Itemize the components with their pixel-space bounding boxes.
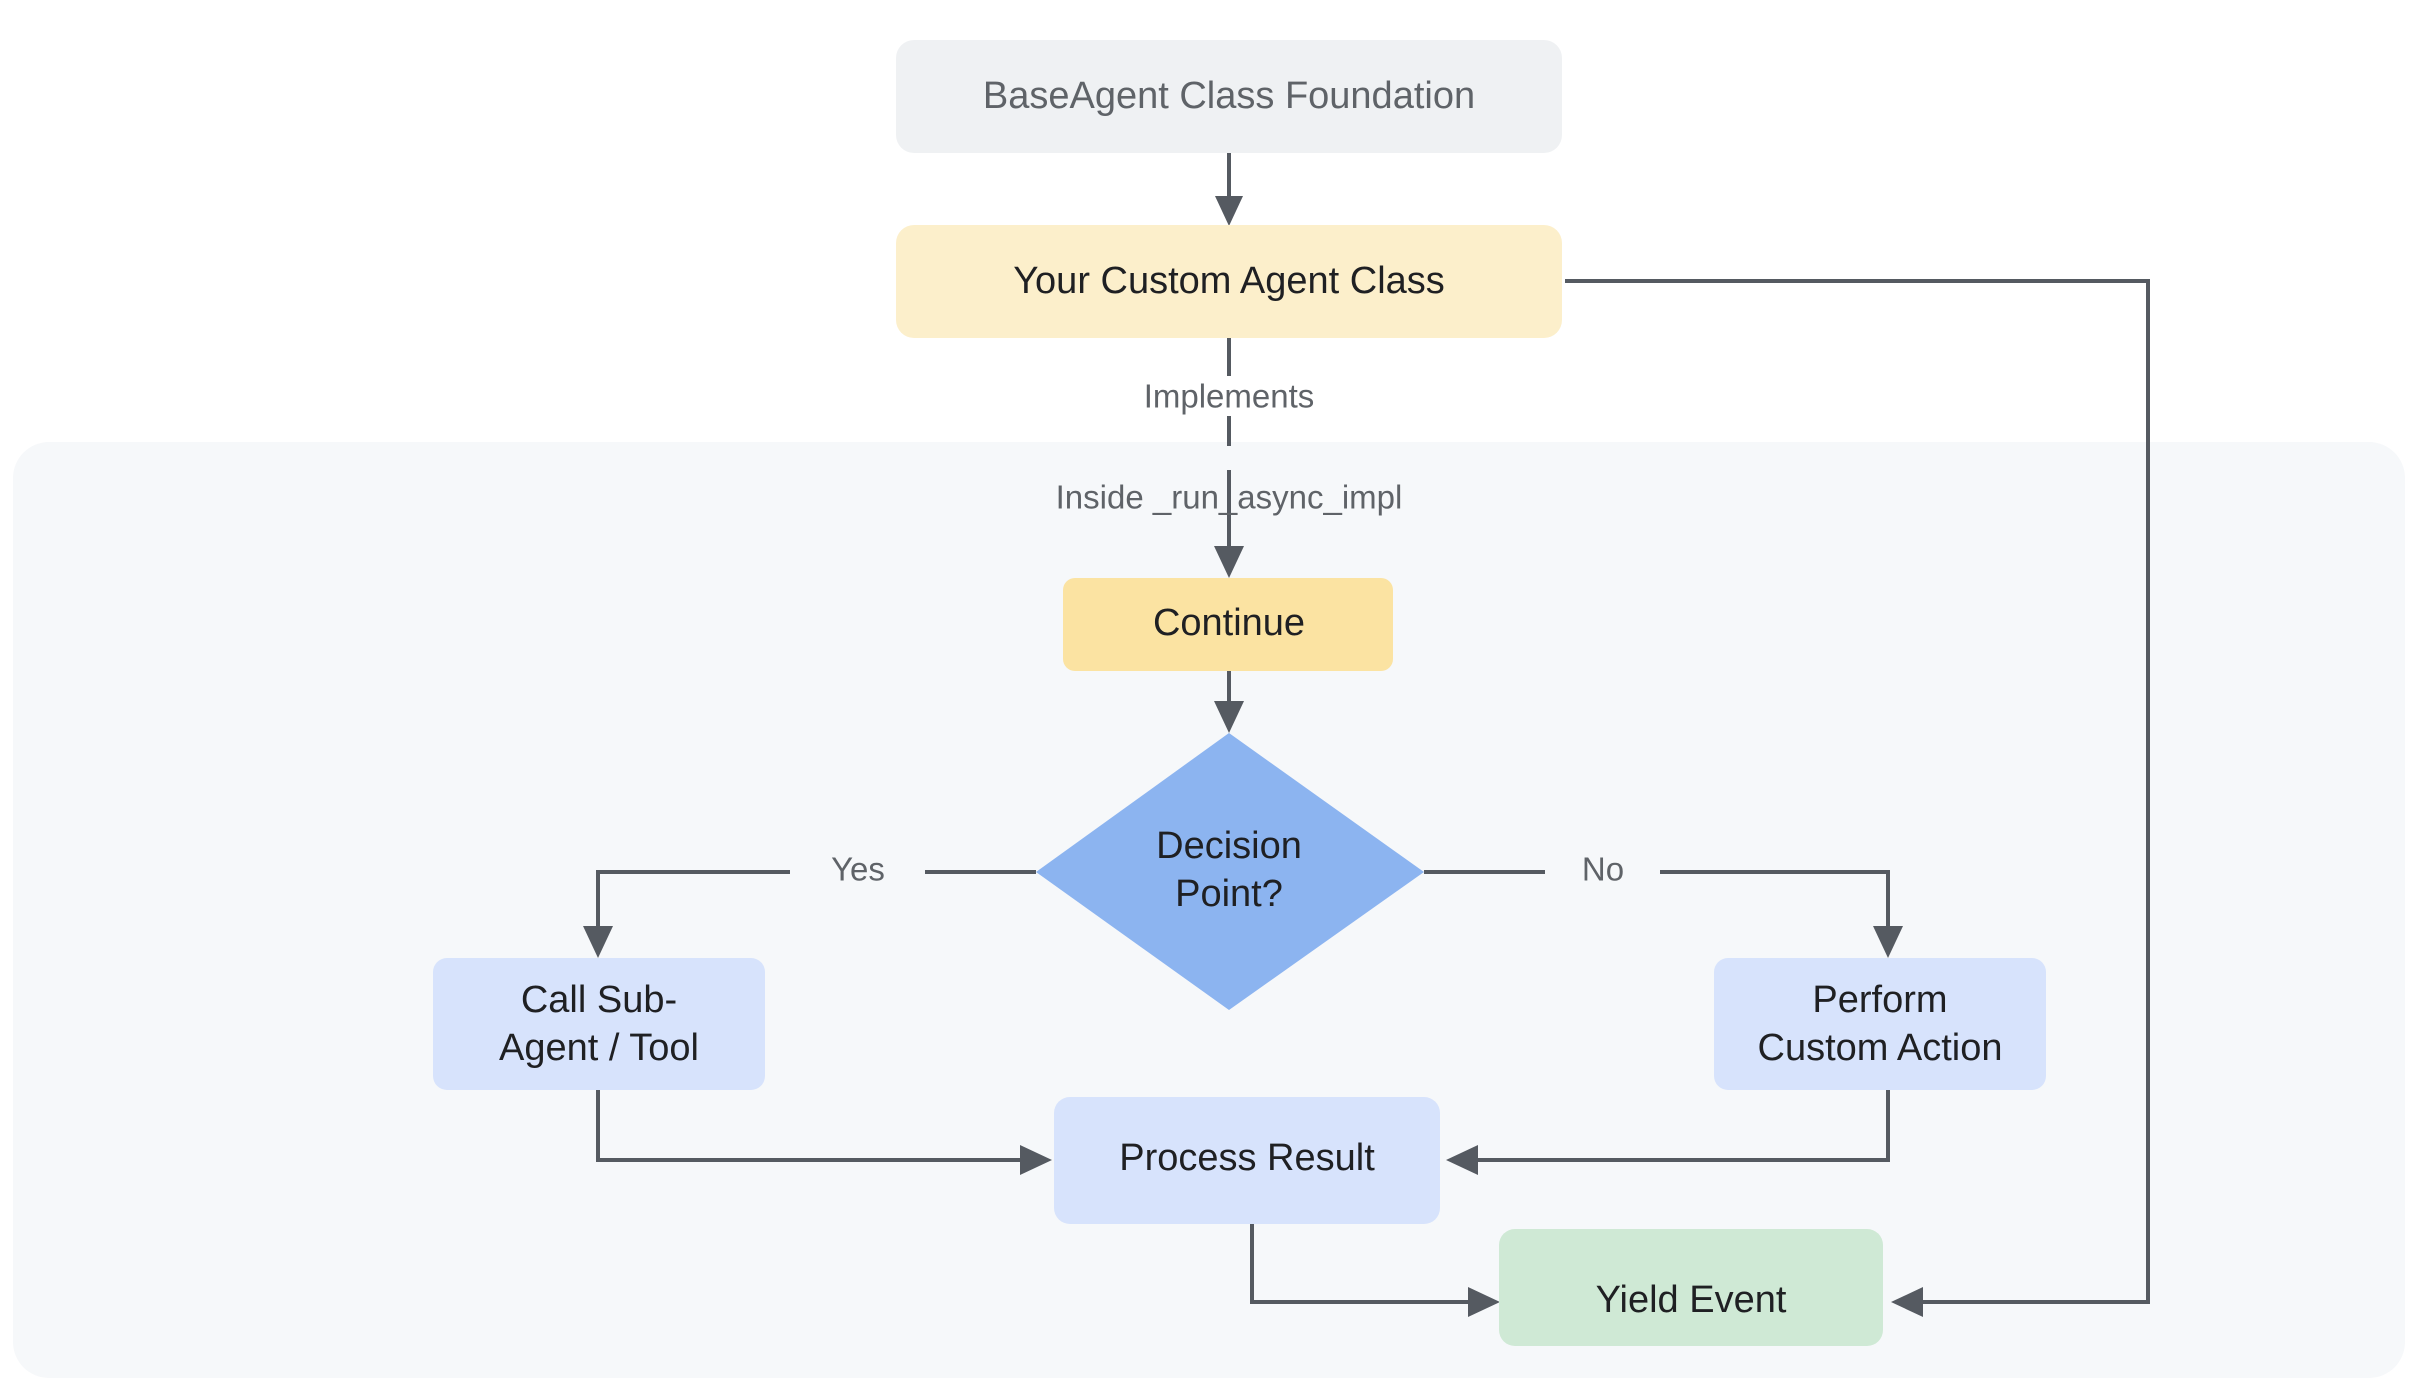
node-process-result[interactable]: Process Result: [1054, 1097, 1440, 1224]
node-continue-label: Continue: [1153, 602, 1305, 644]
node-base-agent-shape[interactable]: [896, 40, 1562, 153]
node-base-agent-label: BaseAgent Class Foundation: [983, 75, 1475, 117]
node-yield-event-label: Yield Event: [1596, 1279, 1787, 1321]
edge-decision-to-perform-custom-action: [1424, 870, 1903, 958]
edge-custom-agent-to-continue: [1214, 337, 1244, 578]
node-continue-shape[interactable]: [1063, 578, 1393, 671]
node-perform-custom-action-label-line1: Perform: [1812, 979, 1947, 1021]
node-decision-label-line1: Decision: [1156, 825, 1302, 867]
arrow-head-icon: [1020, 1145, 1052, 1175]
node-process-result-label: Process Result: [1119, 1137, 1375, 1179]
arrow-head-icon: [1215, 196, 1243, 226]
node-call-sub-agent-shape[interactable]: [433, 958, 765, 1090]
arrow-head-icon: [1214, 546, 1244, 578]
arrow-head-icon: [1446, 1145, 1478, 1175]
node-continue[interactable]: Continue: [1063, 578, 1393, 671]
node-call-sub-agent-label-line2: Agent / Tool: [499, 1027, 699, 1069]
node-decision-point[interactable]: Decision Point?: [1036, 733, 1424, 1010]
arrow-head-icon: [1873, 926, 1903, 958]
edge-base-agent-to-custom-agent: [1215, 153, 1243, 226]
node-perform-custom-action-shape[interactable]: [1714, 958, 2046, 1090]
node-yield-event[interactable]: Yield Event: [1499, 1229, 1883, 1346]
edge-call-sub-agent-to-process-result: [596, 1090, 1052, 1175]
node-perform-custom-action-label-line2: Custom Action: [1758, 1027, 2003, 1069]
node-your-custom-agent-class[interactable]: Your Custom Agent Class: [896, 225, 1562, 338]
edge-process-result-to-yield-event: [1250, 1224, 1500, 1317]
arrow-head-icon: [1891, 1287, 1923, 1317]
node-call-sub-agent-tool[interactable]: Call Sub- Agent / Tool: [433, 958, 765, 1090]
edge-continue-to-decision: [1214, 671, 1244, 733]
arrow-head-icon: [1468, 1287, 1500, 1317]
edge-label-inside-run-async-impl: Inside _run_async_impl: [1056, 479, 1403, 516]
node-custom-agent-shape[interactable]: [896, 225, 1562, 338]
node-call-sub-agent-label-line1: Call Sub-: [521, 979, 677, 1021]
node-process-result-shape[interactable]: [1054, 1097, 1440, 1224]
node-custom-agent-label: Your Custom Agent Class: [1013, 260, 1445, 302]
node-perform-custom-action[interactable]: Perform Custom Action: [1714, 958, 2046, 1090]
edge-custom-agent-to-yield-event: [1565, 279, 2150, 1317]
arrow-head-icon: [583, 926, 613, 958]
edge-label-implements: Implements: [1144, 378, 1315, 415]
node-base-agent-class-foundation[interactable]: BaseAgent Class Foundation: [896, 40, 1562, 153]
node-decision-shape[interactable]: [1036, 733, 1424, 1010]
edge-label-no: No: [1582, 851, 1624, 888]
edge-perform-custom-action-to-process-result: [1446, 1090, 1890, 1175]
edge-label-yes: Yes: [831, 851, 885, 888]
node-decision-label-line2: Point?: [1175, 873, 1283, 915]
edge-decision-to-call-sub-agent: [583, 870, 1036, 958]
node-yield-event-shape[interactable]: [1499, 1229, 1883, 1346]
arrow-head-icon: [1214, 701, 1244, 733]
